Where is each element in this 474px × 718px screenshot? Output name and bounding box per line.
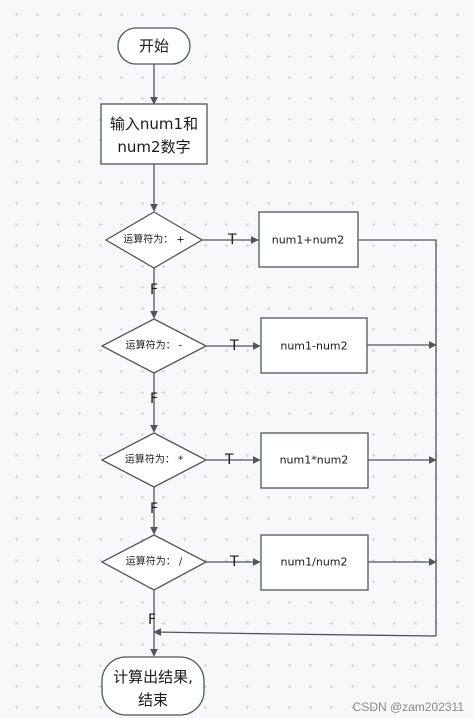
decision-sub-label: 运算符为： - [126,339,183,352]
true-label-mul: T [224,452,234,468]
input-process [100,103,208,165]
shapes [100,27,369,716]
branch-labels: T T T T F F F F [148,232,239,628]
start-label: 开始 [139,37,169,55]
input-label-line2: num2数字 [117,138,190,156]
decision-mul [100,432,208,488]
true-label-add: T [227,232,237,248]
shape-text: 开始 输入num1和 num2数字 运算符为： + 运算符为： - 运算符为： … [110,37,349,709]
true-label-div: T [229,554,239,570]
process-add [258,211,359,268]
connectors [150,64,437,657]
process-div-label: num1/num2 [280,556,347,569]
end-label-line2: 结束 [138,691,168,709]
start-terminal [117,27,191,65]
decision-add [104,211,204,269]
process-sub-label: num1-num2 [280,340,347,353]
line-op-add-to-merge [358,239,437,636]
decision-add-label: 运算符为： + [123,233,185,246]
false-label-add: F [150,282,158,298]
process-div [260,534,369,591]
end-label-line1: 计算出结果, [113,668,193,686]
process-mul-label: num1*num2 [280,454,349,467]
decision-mul-label: 运算符为： * [125,453,183,466]
process-mul [260,432,369,489]
decision-div [100,534,208,591]
input-label-line1: 输入num1和 [110,115,198,133]
false-label-mul: F [150,501,158,517]
arrow-merge-to-main [153,628,437,637]
decision-div-label: 运算符为： / [126,555,183,568]
csdn-watermark: CSDN @zam202311 [352,700,464,714]
process-sub [260,317,368,374]
process-add-label: num1+num2 [272,234,345,247]
false-label-div: F [148,612,156,628]
decision-sub [100,318,208,374]
end-terminal [101,656,205,716]
true-label-sub: T [229,338,239,354]
false-label-sub: F [150,391,158,407]
